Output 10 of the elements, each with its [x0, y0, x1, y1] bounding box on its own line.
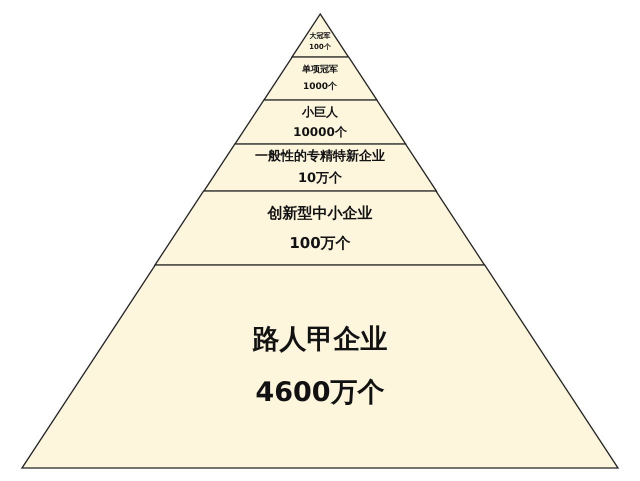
tier-name: 路人甲企业: [252, 324, 388, 356]
tier-count: 10万个: [298, 170, 342, 186]
tier-count: 100万个: [289, 234, 351, 252]
tier-name: 一般性的专精特新企业: [254, 148, 385, 164]
tier-count: 10000个: [293, 125, 347, 140]
tier-count: 4600万个: [255, 376, 385, 409]
tier-name: 单项冠军: [302, 64, 338, 76]
tier-count: 1000个: [302, 82, 338, 92]
tier-name: 创新型中小企业: [267, 204, 372, 222]
tier-name: 小巨人: [302, 104, 338, 119]
